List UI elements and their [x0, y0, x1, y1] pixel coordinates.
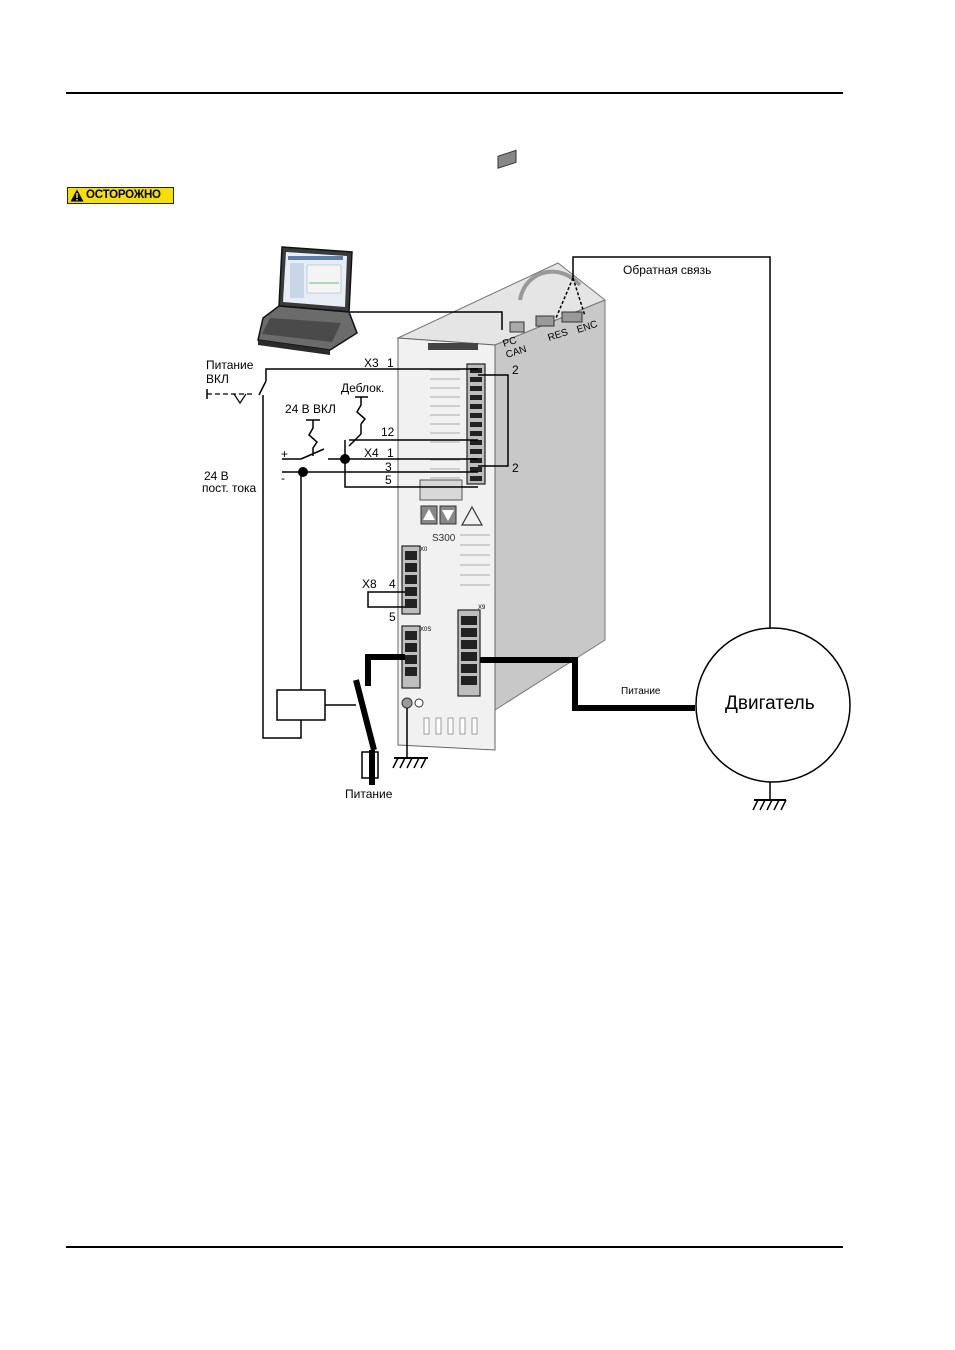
x3-pin12-label: 12 [381, 425, 395, 439]
mains-power-label: Питание [345, 787, 393, 801]
x4-pin1-label: 1 [387, 446, 394, 460]
x4-pin5-label: 5 [385, 473, 392, 487]
v24-on-label: 24 В ВКЛ [285, 402, 336, 416]
unlock-label: Деблок. [341, 381, 384, 395]
x8-pin5-label: 5 [389, 610, 396, 624]
x3-pin1-label: 1 [387, 356, 394, 370]
x3-pin2-label: 2 [512, 363, 519, 377]
x8-label: X8 [362, 577, 377, 591]
x4-pin2-label: 2 [512, 461, 519, 475]
dc24-label-line2: пост. тока [202, 481, 257, 495]
model-label: S300 [432, 533, 456, 544]
plus-label: + [281, 447, 288, 461]
contactor-coil [277, 690, 325, 720]
x4-pin3-label: 3 [385, 460, 392, 474]
feedback-label: Обратная связь [623, 263, 711, 277]
motor-label: Двигатель [725, 693, 815, 714]
power-on-label-line2: ВКЛ [206, 372, 229, 386]
x0-panel-label: X0 [420, 547, 428, 553]
x4-label: X4 [364, 446, 379, 460]
x8-pin4-label: 4 [389, 577, 396, 591]
laptop-illustration [258, 247, 357, 355]
x3-label: X3 [364, 356, 379, 370]
motor-power-label: Питание [621, 686, 661, 697]
minus-label: - [281, 471, 285, 485]
x9-panel-label: X9 [478, 605, 486, 611]
x0s-panel-label: X0S [420, 627, 431, 633]
power-on-label-line1: Питание [206, 358, 254, 372]
